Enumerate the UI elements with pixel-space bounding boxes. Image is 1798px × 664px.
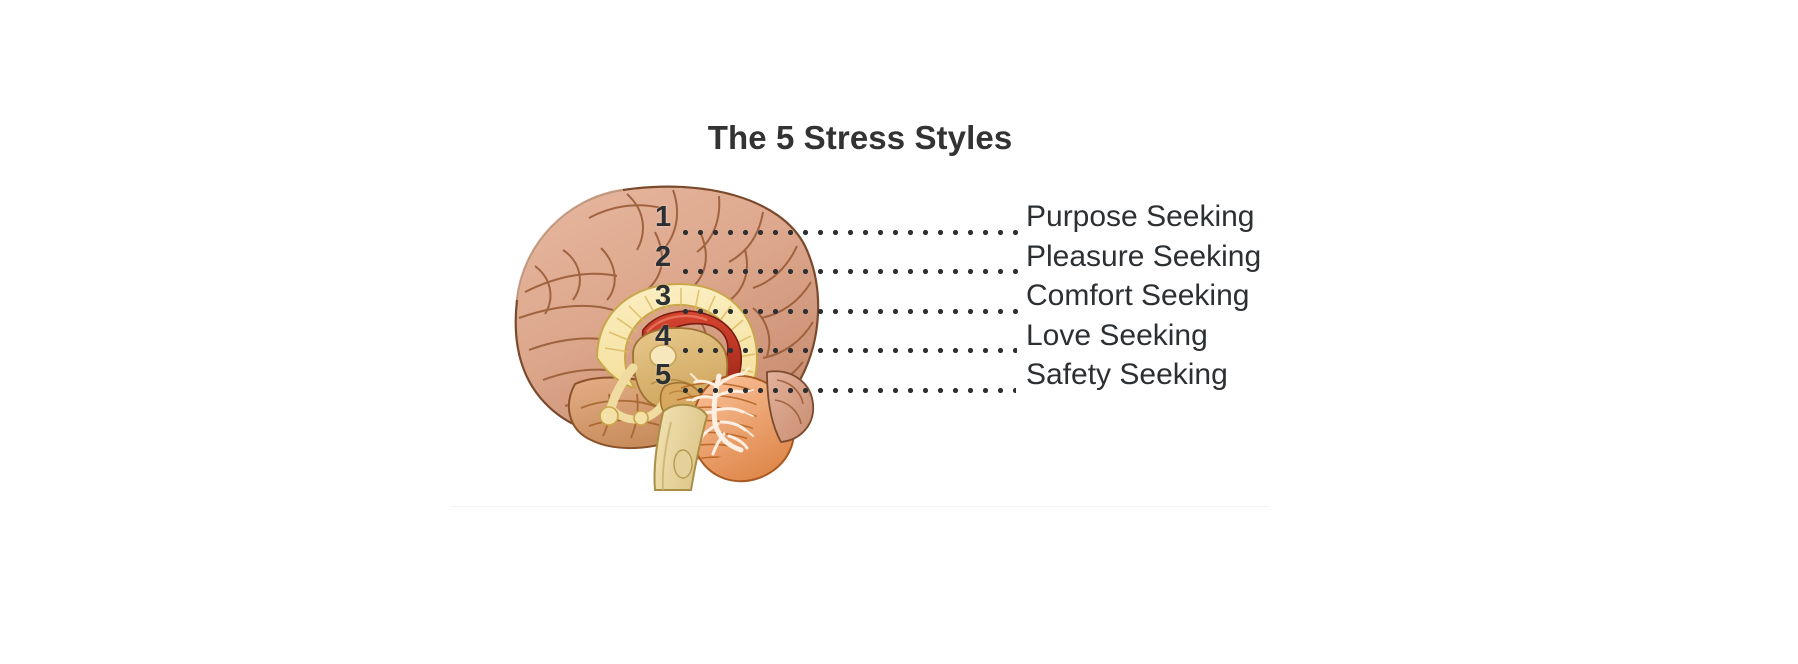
dotted-leader	[677, 308, 1019, 314]
list-item[interactable]: 2 Pleasure Seeking	[655, 240, 1270, 280]
list-item-label: Comfort Seeking	[1026, 279, 1250, 312]
list-item[interactable]: 3 Comfort Seeking	[655, 279, 1270, 319]
list-item[interactable]: 1 Purpose Seeking	[655, 200, 1270, 240]
list-item[interactable]: 4 Love Seeking	[655, 319, 1270, 359]
brainstem	[653, 403, 709, 491]
pituitary-gland	[599, 406, 619, 426]
list-item-label: Love Seeking	[1026, 318, 1208, 352]
dotted-leader	[677, 229, 1018, 235]
page-title: The 5 Stress Styles	[707, 119, 1013, 156]
list-item-label: Safety Seeking	[1026, 358, 1228, 391]
massa-intermedia	[649, 344, 677, 368]
list-item-number: 2	[655, 240, 672, 273]
dotted-leader	[677, 347, 1017, 353]
medulla-bulge	[673, 449, 693, 479]
list-item-number: 4	[655, 319, 672, 352]
dotted-leader	[677, 268, 1022, 274]
stress-styles-graphic: The 5 Stress Styles	[450, 0, 1270, 506]
brain-illustration	[505, 172, 835, 492]
list-item-number: 1	[655, 201, 672, 233]
list-item[interactable]: 5 Safety Seeking	[655, 358, 1270, 398]
list-item-label: Pleasure Seeking	[1026, 239, 1262, 273]
list-item-label: Purpose Seeking	[1026, 200, 1255, 233]
brain-midsagittal-icon	[514, 185, 820, 491]
dotted-leader	[677, 387, 1016, 393]
list-item-number: 5	[655, 359, 672, 391]
stress-styles-list: 1 Purpose Seeking 2 Pleasure Seeking 3 C…	[655, 200, 1270, 398]
list-item-number: 3	[655, 280, 672, 312]
optic-chiasm	[633, 410, 649, 426]
